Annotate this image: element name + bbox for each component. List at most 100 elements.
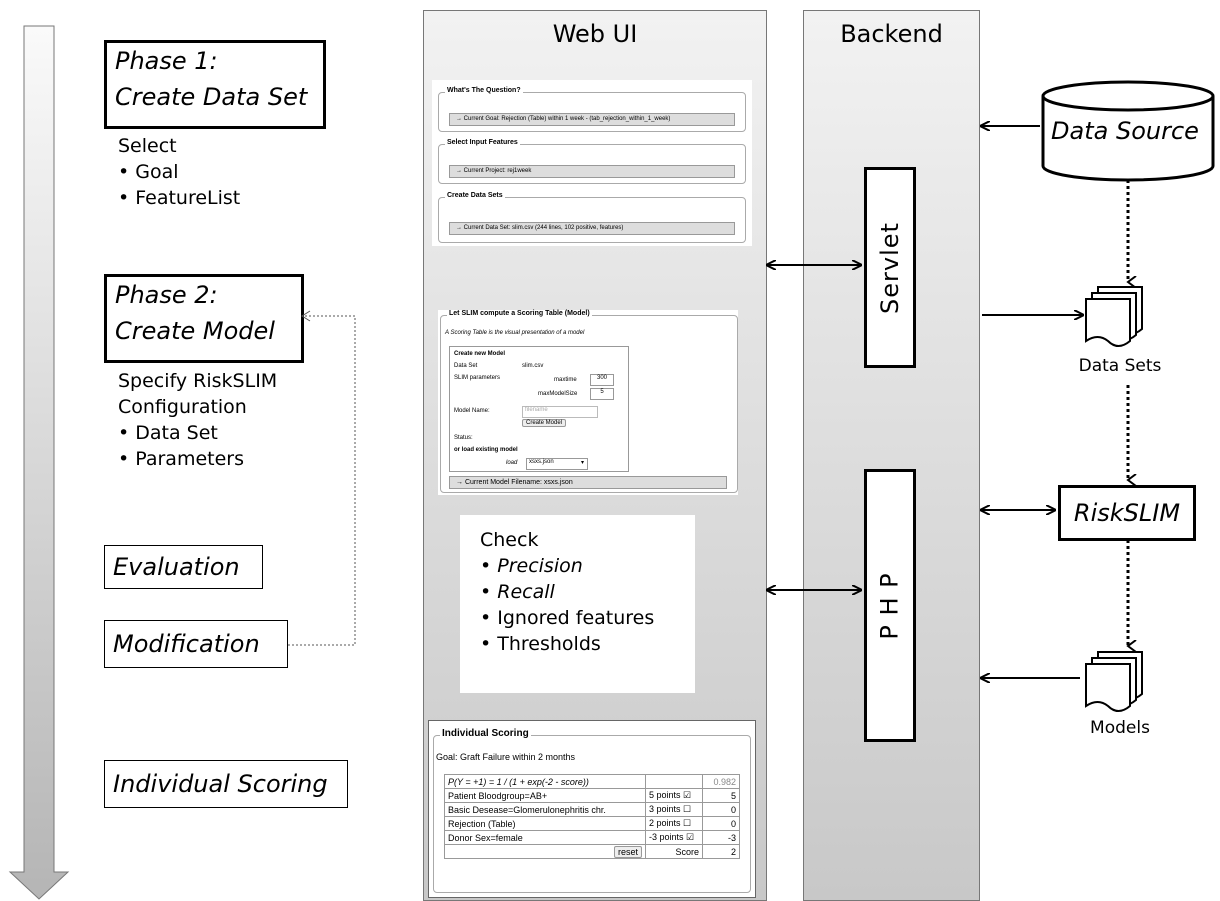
phase1-title: Phase 1: — [115, 47, 218, 75]
features-fieldset: Select Input Features → Current Project:… — [438, 139, 746, 184]
feature-cell: Donor Sex=female — [444, 830, 646, 845]
datasets-label: Data Sets — [1078, 356, 1162, 376]
value-cell: 0 — [702, 802, 740, 817]
probability-cell: 0.982 — [702, 774, 740, 789]
value-cell: 0 — [702, 816, 740, 831]
individual-scoring-box: Individual Scoring — [104, 760, 348, 808]
checkbox-empty-icon[interactable]: ☐ — [683, 804, 692, 814]
check-item: Ignored features — [480, 605, 695, 631]
create-model-button[interactable]: Create Model — [522, 419, 567, 427]
datasets-legend: Create Data Sets — [445, 192, 505, 199]
dataset-value: slim.csv — [522, 363, 544, 369]
maxsize-input[interactable]: 5 — [590, 388, 614, 400]
features-legend: Select Input Features — [445, 139, 520, 146]
modelname-label: Model Name: — [454, 408, 490, 414]
datasets-fieldset: Create Data Sets → Current Data Set: sli… — [438, 192, 746, 243]
feedback-loop-connector — [288, 310, 356, 646]
phase2-description: Specify RiskSLIM Configuration Data Set … — [118, 368, 277, 472]
question-legend: What's The Question? — [445, 87, 523, 94]
evaluation-box: Evaluation — [104, 545, 263, 589]
load-select-value: xsxs.json — [529, 459, 554, 465]
points-cell: 3 points — [649, 804, 681, 814]
phase1-desc-item: Goal — [118, 159, 240, 185]
current-dataset-bar: → Current Data Set: slim.csv (244 lines,… — [449, 222, 735, 235]
backend-column: Backend — [803, 10, 980, 901]
checkbox-empty-icon[interactable]: ☐ — [683, 818, 692, 828]
maxtime-label: maxtime — [554, 377, 577, 383]
check-heading: Check — [480, 529, 539, 551]
modification-box: Modification — [104, 620, 288, 668]
status-label: Status: — [454, 435, 473, 441]
feature-cell: Patient Bloodgroup=AB+ — [444, 788, 646, 803]
phase1-desc-head: Select — [118, 135, 177, 157]
check-item: Precision — [480, 553, 695, 579]
slim-legend: Let SLIM compute a Scoring Table (Model) — [447, 310, 592, 317]
timeline-arrow — [8, 25, 70, 900]
table-row: Donor Sex=female -3 points ☑ -3 — [444, 830, 740, 845]
slim-subtitle: A Scoring Table is the visual presentati… — [445, 330, 585, 336]
current-goal-bar: → Current Goal: Rejection (Table) within… — [449, 113, 735, 126]
checkbox-checked-icon[interactable]: ☑ — [686, 832, 695, 842]
table-row: reset Score 2 — [444, 844, 740, 859]
table-row: Rejection (Table) 2 points ☐ 0 — [444, 816, 740, 831]
phase1-screenshot-panel: What's The Question? → Current Goal: Rej… — [432, 80, 752, 246]
checkbox-checked-icon[interactable]: ☑ — [683, 790, 692, 800]
points-cell: 2 points — [649, 818, 681, 828]
slim-fieldset: Let SLIM compute a Scoring Table (Model)… — [440, 310, 738, 493]
scoring-goal: Goal: Graft Failure within 2 months — [436, 752, 576, 762]
maxsize-label: maxModelSize — [538, 391, 578, 397]
create-model-box: Create new Model Data Set slim.csv SLIM … — [449, 346, 629, 472]
models-document-icon — [1085, 651, 1143, 712]
phase1-box: Phase 1: Create Data Set — [104, 40, 326, 129]
table-row: Patient Bloodgroup=AB+ 5 points ☑ 5 — [444, 788, 740, 803]
current-project-bar: → Current Project: rej1week — [449, 165, 735, 178]
maxtime-input[interactable]: 300 — [590, 374, 614, 386]
points-cell: -3 points — [649, 832, 684, 842]
scoring-legend: Individual Scoring — [440, 728, 531, 739]
phase2-screenshot-panel: Let SLIM compute a Scoring Table (Model)… — [438, 310, 738, 495]
backend-title: Backend — [840, 20, 943, 48]
data-source-label: Data Source — [1051, 117, 1199, 145]
phase1-desc-item: FeatureList — [118, 185, 240, 211]
load-label: load — [506, 460, 518, 466]
phase2-desc-head: Configuration — [118, 396, 247, 418]
score-label: Score — [645, 844, 703, 859]
check-item: Thresholds — [480, 631, 695, 657]
feature-cell: Basic Desease=Glomerulonephritis chr. — [444, 802, 646, 817]
modelname-input[interactable]: filename — [522, 406, 598, 418]
reset-button[interactable]: reset — [613, 845, 642, 858]
scoring-fieldset: Individual Scoring Goal: Graft Failure w… — [433, 728, 751, 893]
table-row: Basic Desease=Glomerulonephritis chr. 3 … — [444, 802, 740, 817]
servlet-box: Servlet — [864, 167, 916, 368]
dropdown-arrow-icon: ▾ — [580, 460, 584, 466]
phase2-subtitle: Create Model — [115, 317, 275, 345]
models-label: Models — [1090, 718, 1150, 738]
feature-cell: Rejection (Table) — [444, 816, 646, 831]
question-fieldset: What's The Question? → Current Goal: Rej… — [438, 87, 746, 132]
table-row: P(Y = +1) = 1 / (1 + exp(-2 - score)) 0.… — [444, 774, 740, 789]
phase2-desc-head: Specify RiskSLIM — [118, 370, 278, 392]
create-model-heading: Create new Model — [454, 351, 506, 357]
data-source-cylinder — [1041, 80, 1215, 182]
check-item: Recall — [480, 579, 695, 605]
phase1-description: Select Goal FeatureList — [118, 133, 240, 211]
scoring-table: P(Y = +1) = 1 / (1 + exp(-2 - score)) 0.… — [444, 774, 740, 859]
current-model-bar: → Current Model Filename: xsxs.json — [449, 476, 727, 489]
formula-cell: P(Y = +1) = 1 / (1 + exp(-2 - score)) — [444, 774, 646, 789]
params-label: SLIM parameters — [454, 375, 501, 381]
phase2-desc-item: Parameters — [118, 446, 277, 472]
score-value: 2 — [702, 844, 740, 859]
phase2-desc-item: Data Set — [118, 420, 277, 446]
riskslim-box: RiskSLIM — [1058, 485, 1196, 541]
load-heading: or load existing model — [454, 447, 518, 453]
webui-title: Web UI — [552, 20, 638, 48]
phase2-title: Phase 2: — [115, 281, 218, 309]
phase2-box: Phase 2: Create Model — [104, 274, 304, 363]
scoring-screenshot-panel: Individual Scoring Goal: Graft Failure w… — [428, 720, 756, 898]
value-cell: -3 — [702, 830, 740, 845]
php-label: P H P — [876, 571, 904, 640]
dataset-label: Data Set — [454, 363, 478, 369]
load-select[interactable]: xsxs.json ▾ — [526, 458, 588, 470]
phase1-subtitle: Create Data Set — [115, 83, 308, 111]
points-cell: 5 points — [649, 790, 681, 800]
